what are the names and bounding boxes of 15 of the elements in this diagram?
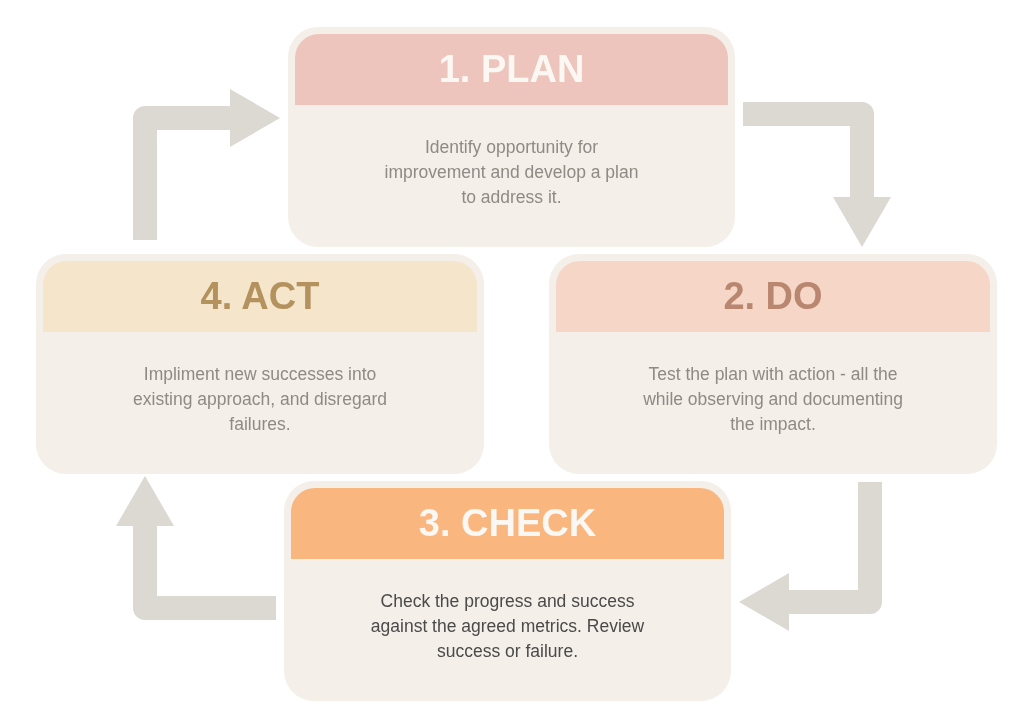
arrow: [743, 102, 891, 247]
step-description: Impliment new successes into existing approach, and disregard failures.: [132, 363, 388, 436]
step-description: Identify opportunity for improvement and develop a plan to address it.: [383, 136, 640, 209]
step-card: [284, 481, 731, 701]
step-description: Test the plan with action - all the while observing and documenting the impact.: [642, 363, 904, 436]
step-heading: 3. CHECK: [291, 488, 724, 559]
step-heading: 2. DO: [556, 261, 990, 332]
arrow: [739, 482, 882, 631]
step-card: [288, 27, 735, 247]
step-card: [36, 254, 484, 474]
arrow: [133, 89, 280, 240]
step-description: Check the progress and success against the agreed metrics. Review success or failure.: [369, 590, 646, 663]
step-heading: 4. ACT: [43, 261, 477, 332]
step-card: [549, 254, 997, 474]
arrow: [116, 476, 276, 620]
